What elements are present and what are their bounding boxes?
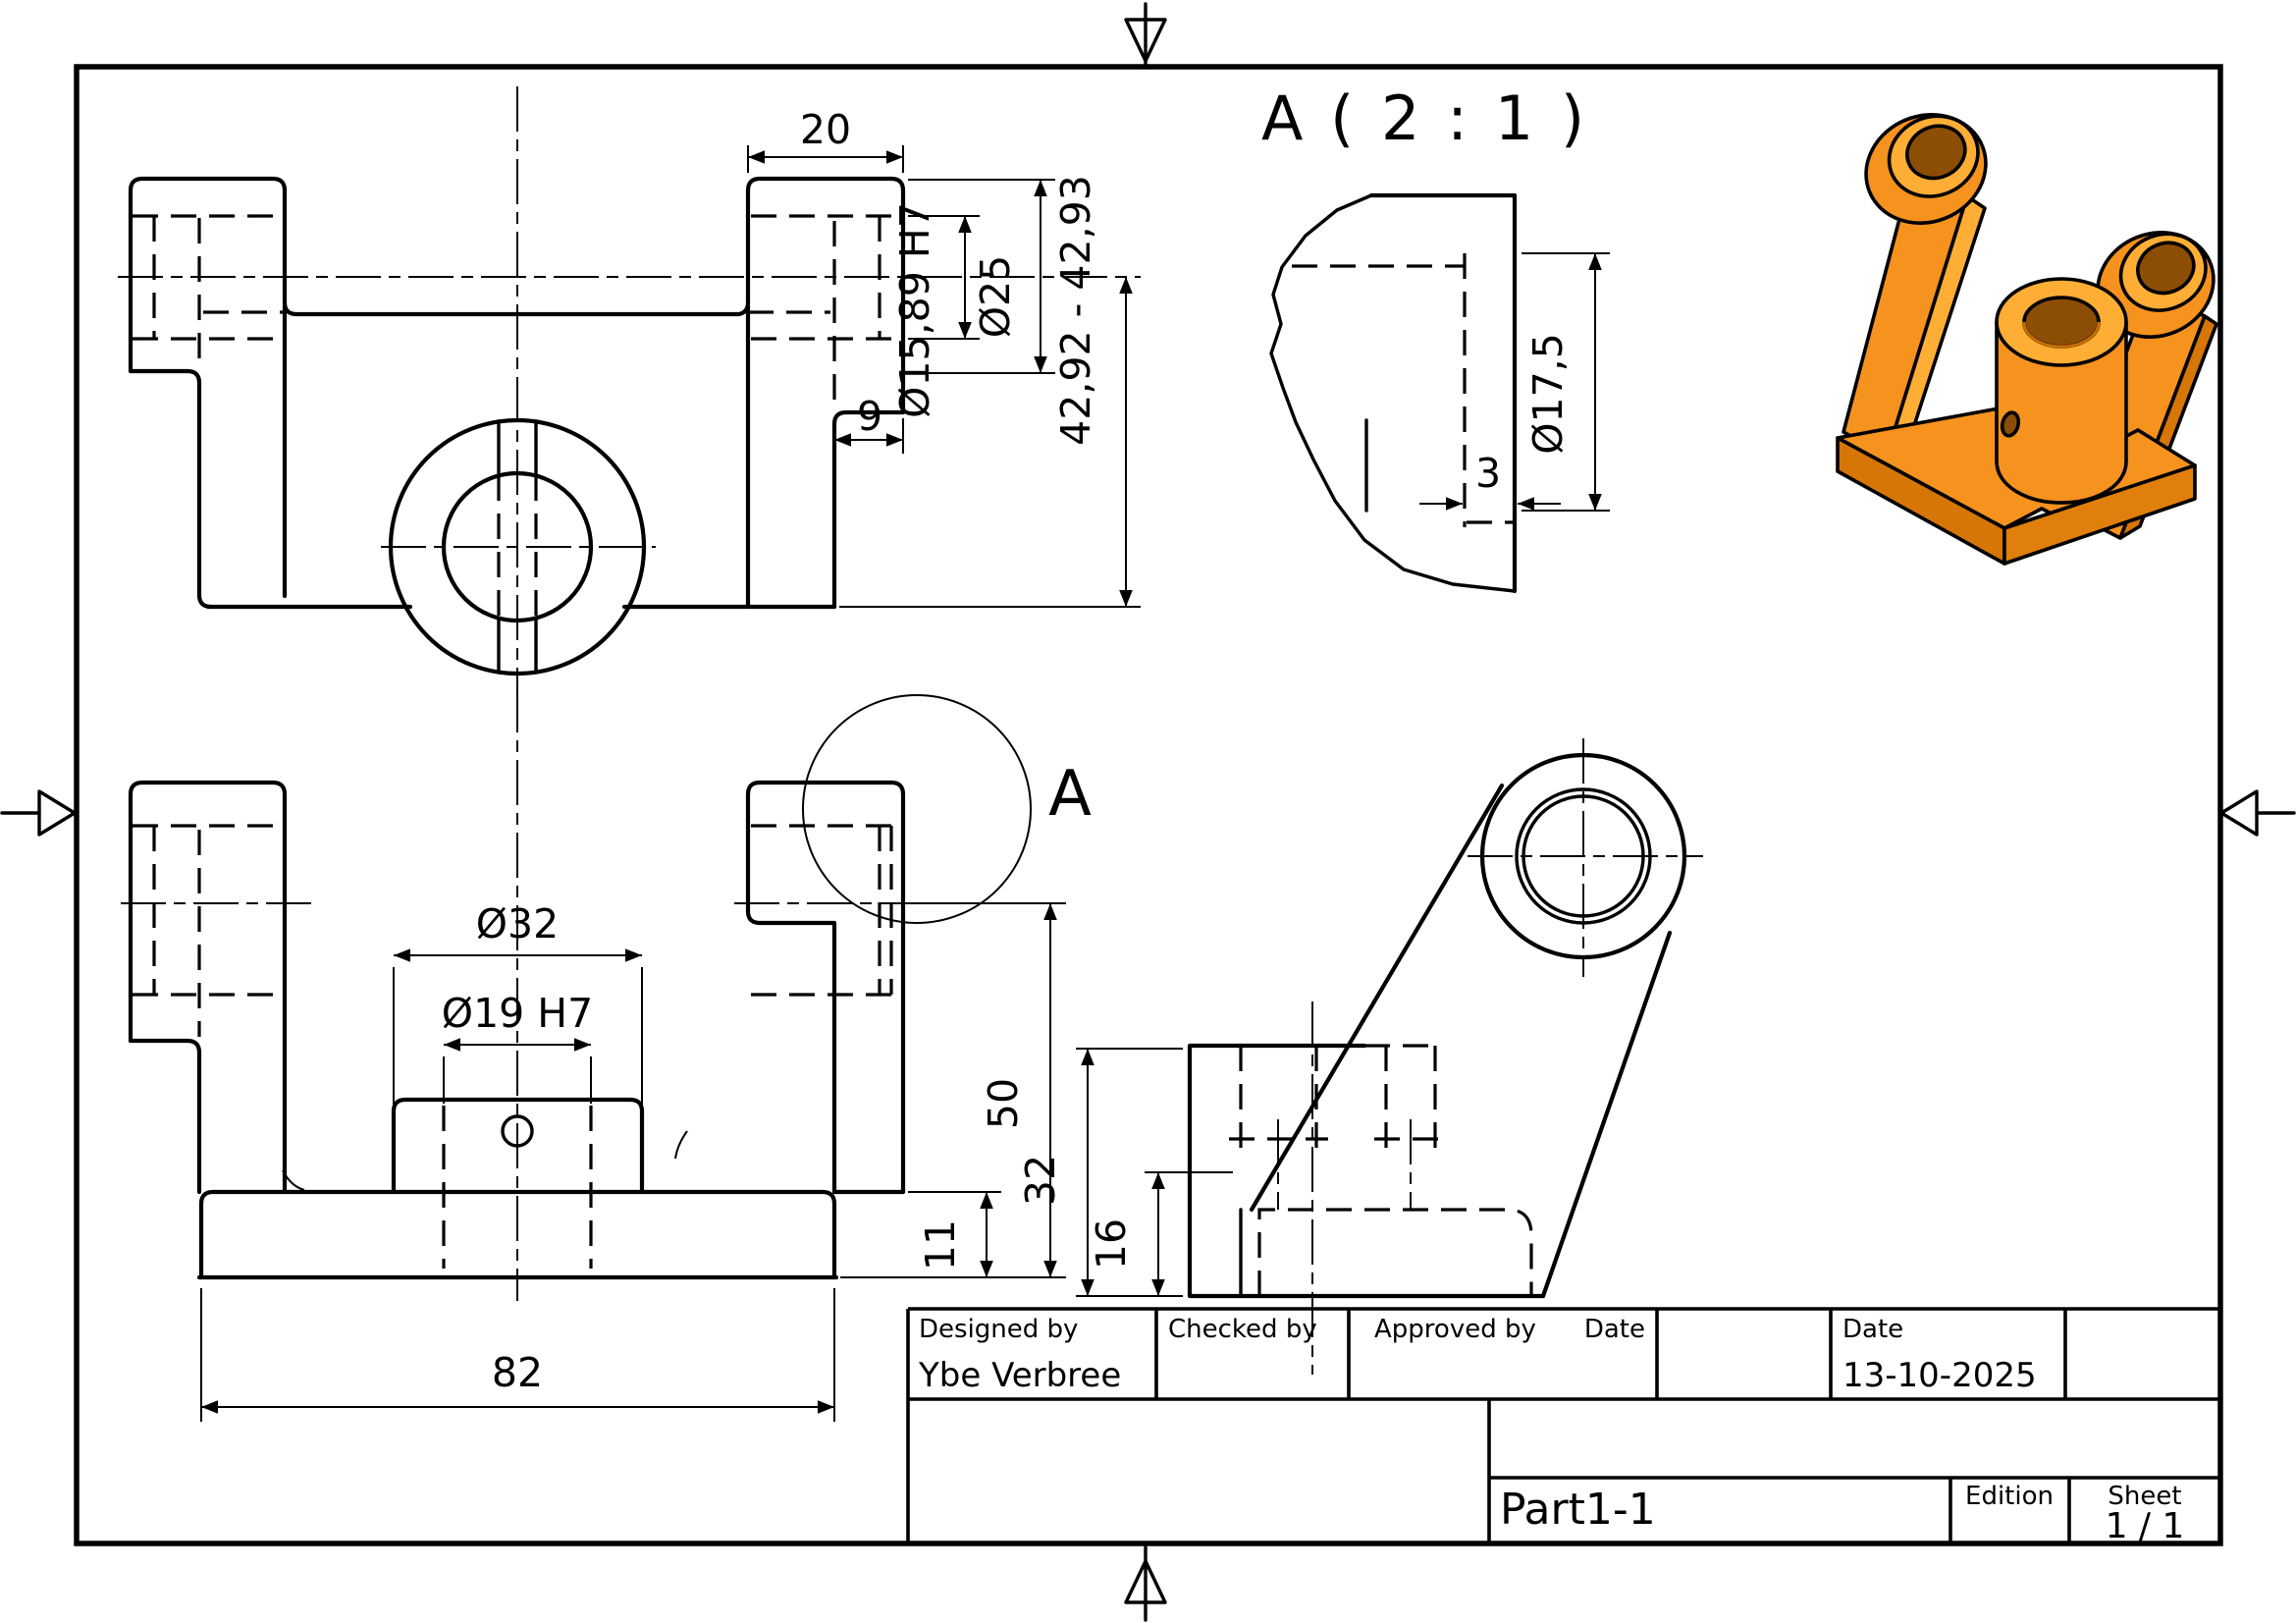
dim-text-boss-od: Ø32 — [476, 900, 559, 947]
part-name: Part1-1 — [1500, 1485, 1656, 1535]
drawing-border — [74, 64, 2223, 1546]
dim-text-side-step: 16 — [1088, 1218, 1135, 1270]
iso-bore-inner-wall — [2022, 321, 2101, 349]
front-view: A Ø32 Ø19 H7 50 11 82 — [121, 687, 1092, 1422]
detail-view-a: A ( 2 : 1 ) Ø17,5 3 — [1261, 82, 1610, 594]
designed-by-value: Ybe Verbree — [918, 1356, 1121, 1395]
iso-base-front-right — [2002, 463, 2197, 566]
detail-view-title: A ( 2 : 1 ) — [1261, 82, 1588, 154]
dim-base-width-82: 82 — [200, 1288, 835, 1422]
sheet-label: Sheet — [2108, 1482, 2181, 1511]
approved-date-label: Date — [1584, 1315, 1645, 1344]
dim-text-groove-diameter: Ø17,5 — [1524, 333, 1572, 455]
dim-text-side-height: 32 — [1017, 1155, 1064, 1206]
detail-a-label: A — [1048, 758, 1092, 831]
dim-boss-bore-19: Ø19 H7 — [442, 990, 593, 1104]
dim-text-span: 42,92 - 42,93 — [1052, 175, 1099, 446]
dim-height-50: 50 — [840, 902, 1066, 1278]
dim-span-42: 42,92 - 42,93 — [839, 175, 1141, 608]
sheet-value: 1 / 1 — [2106, 1506, 2185, 1546]
detail-a-circle — [802, 694, 1032, 924]
dim-boss-od-32: Ø32 — [393, 900, 643, 1108]
dim-text-boss-bore: Ø19 H7 — [442, 990, 593, 1037]
title-block: Designed by Ybe Verbree Checked by Appro… — [906, 1307, 2220, 1546]
date-value: 13-10-2025 — [1842, 1356, 2037, 1395]
dim-groove-diameter: Ø17,5 — [1522, 252, 1610, 512]
dim-bore-15-89: Ø15,89 H7 — [891, 202, 980, 418]
iso-cylinder-body — [1995, 322, 2128, 505]
side-view: 32 16 — [1017, 738, 1703, 1375]
iso-right-eye — [2096, 231, 2216, 339]
dim-groove-width: 3 — [1419, 450, 1561, 550]
dim-side-32: 32 — [1017, 1048, 1183, 1297]
dim-text-base-width: 82 — [492, 1349, 543, 1396]
centering-mark-right — [2219, 789, 2296, 837]
centering-mark-left — [0, 789, 77, 837]
iso-left-eye — [1864, 113, 1988, 225]
dim-text-bore: Ø15,89 H7 — [891, 202, 938, 418]
dim-side-16: 16 — [1088, 1171, 1233, 1296]
centering-mark-bottom — [1124, 1545, 1167, 1622]
dim-text-groove-width: 3 — [1475, 450, 1501, 497]
dim-text-9: 9 — [857, 393, 882, 440]
designed-by-label: Designed by — [919, 1315, 1078, 1344]
dim-text-counterbore: Ø25 — [972, 255, 1019, 338]
dim-counterbore-25: Ø25 — [908, 179, 1055, 374]
iso-side-hole — [2000, 410, 2021, 438]
dim-20: 20 — [747, 106, 904, 173]
edition-label: Edition — [1965, 1482, 2054, 1511]
checked-by-label: Checked by — [1168, 1315, 1317, 1344]
dim-9: 9 — [833, 393, 904, 454]
top-view: 20 9 Ø15,89 H7 Ø25 42,92 - 42,93 — [118, 86, 1141, 692]
dim-text-base-thickness: 11 — [917, 1219, 964, 1271]
centering-mark-top — [1124, 2, 1167, 67]
dim-base-thickness-11: 11 — [908, 1191, 1001, 1277]
dim-text-20: 20 — [800, 106, 851, 153]
approved-by-label: Approved by — [1374, 1315, 1536, 1344]
dim-text-height: 50 — [980, 1078, 1027, 1129]
iso-render — [1836, 113, 2218, 566]
date-label: Date — [1842, 1315, 1903, 1344]
